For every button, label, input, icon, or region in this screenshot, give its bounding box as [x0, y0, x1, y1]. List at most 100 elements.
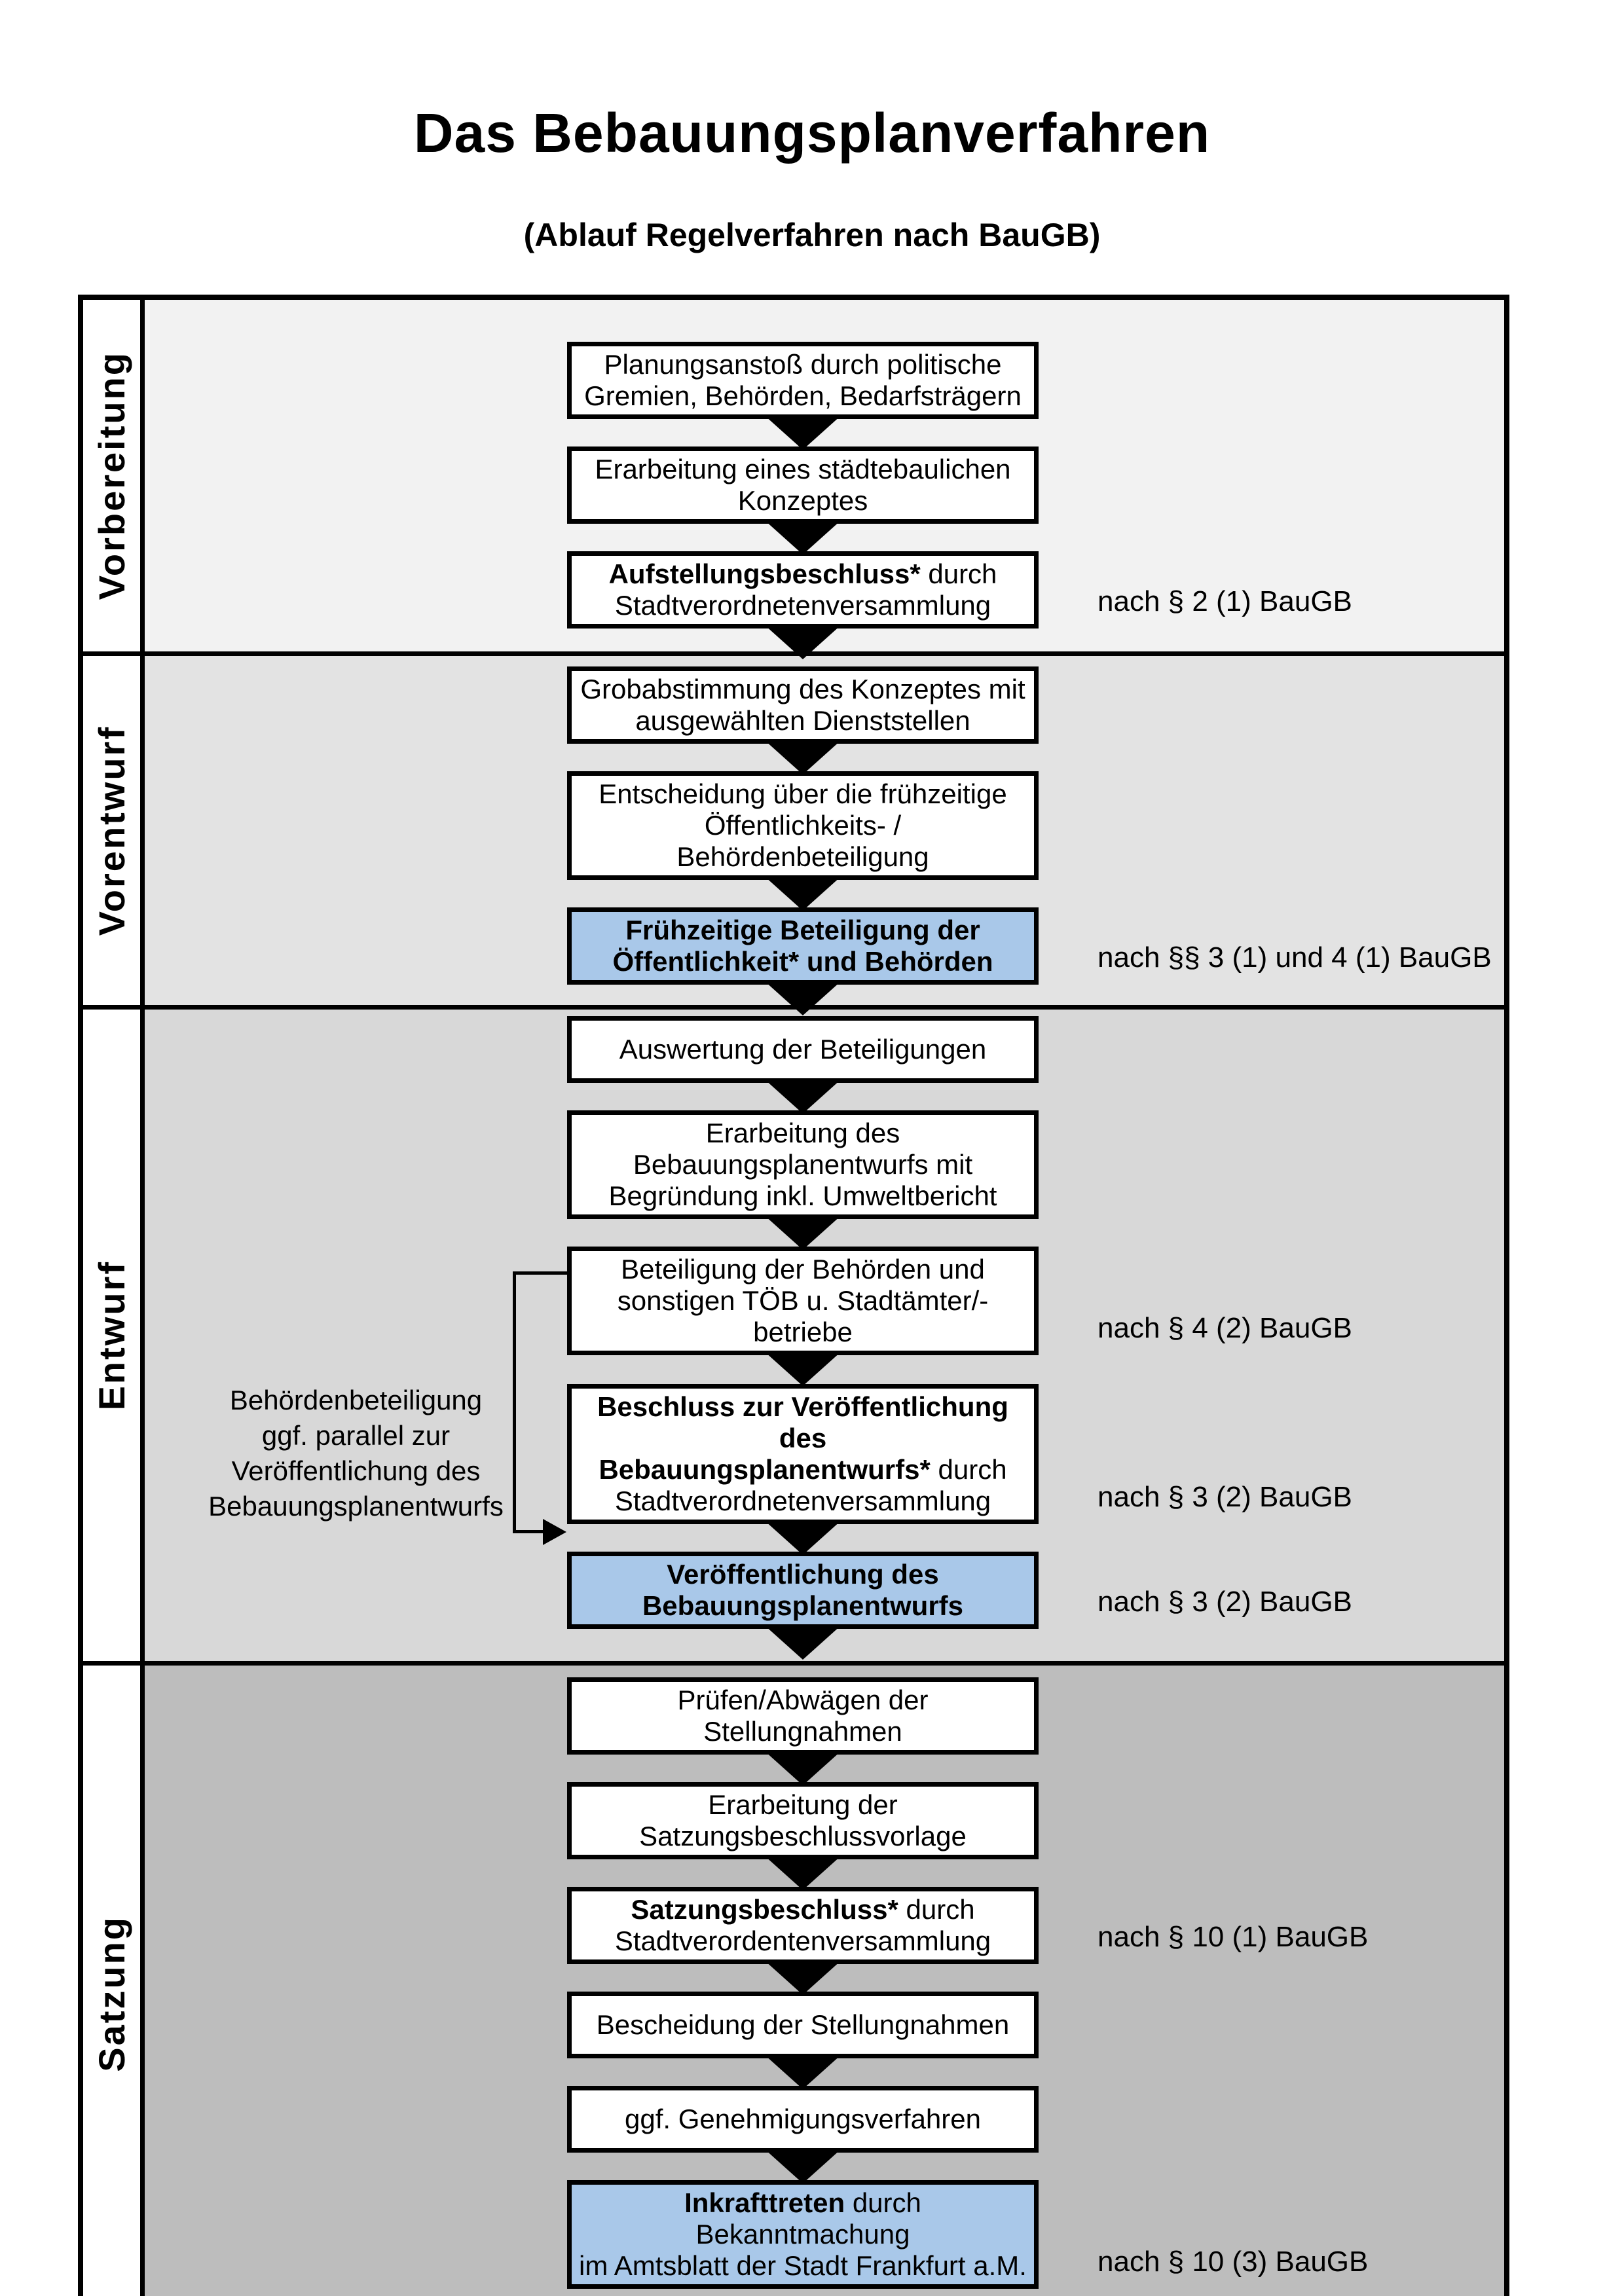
flow-box-line: Bescheidung der Stellungnahmen	[596, 2009, 1010, 2040]
flow-box-line: Erarbeitung eines städtebaulichen	[595, 454, 1011, 484]
flow-box: Prüfen/Abwägen der Stellungnahmen	[567, 1677, 1039, 1755]
down-arrow-icon	[765, 1352, 841, 1386]
section-label-cell: Vorentwurf	[83, 656, 145, 1005]
flow-box-line: Prüfen/Abwägen der Stellungnahmen	[677, 1685, 929, 1747]
arrow-row	[145, 1626, 1504, 1660]
down-arrow-icon	[765, 1751, 841, 1785]
flow-box: Bescheidung der Stellungnahmen	[567, 1992, 1039, 2058]
side-note-line: Veröffentlichung des	[231, 1455, 481, 1486]
law-reference-annotation: nach § 10 (3) BauGB	[1098, 2246, 1369, 2278]
page-subtitle: (Ablauf Regelverfahren nach BauGB)	[523, 217, 1101, 253]
down-arrow-icon	[765, 1521, 841, 1555]
down-arrow-icon	[765, 416, 841, 450]
section-label-cell: Satzung	[83, 1666, 145, 2296]
section-vorentwurf: Vorentwurf Grobabstimmung des Konzeptes …	[83, 651, 1504, 1015]
flow-box-line: Gremien, Behörden, Bedarfsträgern	[584, 380, 1022, 411]
section-label: Satzung	[91, 1916, 132, 2072]
arrow-row	[145, 1751, 1504, 1785]
flow-box-line: Bebauungsplanentwurfs mit	[633, 1149, 973, 1180]
flow-box-line: Bebauungsplanentwurfs* durch	[599, 1454, 1007, 1485]
down-arrow-icon	[765, 625, 841, 659]
flow-step-row: ggf. Genehmigungsverfahren	[145, 2086, 1504, 2153]
law-reference-annotation: nach § 2 (1) BauGB	[1098, 585, 1352, 617]
flow-box-line: Satzungsbeschlussvorlage	[639, 1821, 967, 1851]
law-reference-annotation	[1039, 409, 1504, 419]
flow-box-line: ausgewählten Dienststellen	[635, 705, 970, 736]
down-arrow-icon	[765, 1080, 841, 1114]
law-reference-annotation: nach § 3 (2) BauGB	[1098, 1586, 1352, 1618]
flow-box-line: Stadtverordnetenversammlung	[614, 1485, 991, 1516]
down-arrow-icon	[765, 740, 841, 774]
flow-box-line: ggf. Genehmigungsverfahren	[624, 2104, 981, 2134]
law-reference-annotation	[1039, 2048, 1504, 2058]
flow-box-line: Konzeptes	[737, 485, 868, 516]
down-arrow-icon	[765, 520, 841, 555]
flow-box-line: Inkrafttreten durch Bekanntmachung	[684, 2187, 921, 2250]
arrow-row	[145, 877, 1504, 911]
law-reference-annotation	[1039, 869, 1504, 880]
flow-box-line: im Amtsblatt der Stadt Frankfurt a.M.	[579, 2250, 1027, 2281]
arrow-row	[145, 520, 1504, 555]
right-arrowhead-icon	[543, 1519, 566, 1545]
flow-box: Auswertung der Beteiligungen	[567, 1016, 1039, 1083]
parallel-connector-bottom-line	[513, 1530, 547, 1533]
page-title: Das Bebauungsplanverfahren	[413, 102, 1211, 164]
arrow-row	[145, 981, 1504, 1015]
flow-box-line: Veröffentlichung des	[667, 1559, 939, 1590]
law-reference-annotation	[1039, 513, 1504, 524]
arrow-row	[145, 740, 1504, 774]
flow-box-line: sonstigen TÖB u. Stadtämter/-betriebe	[617, 1285, 989, 1347]
flow-box-line: Entscheidung über die frühzeitige	[599, 778, 1007, 809]
arrow-row	[145, 2055, 1504, 2089]
process-flowchart: Vorbereitung Planungsanstoß durch politi…	[78, 295, 1509, 2296]
flow-box-line: Bebauungsplanentwurfs	[642, 1590, 964, 1621]
arrow-row	[145, 1080, 1504, 1114]
down-arrow-icon	[765, 1961, 841, 1995]
law-reference-annotation	[1039, 1209, 1504, 1219]
law-reference-annotation	[1039, 1849, 1504, 1859]
parallel-connector-vertical-line	[513, 1271, 516, 1533]
arrow-row	[145, 2149, 1504, 2183]
flow-box-line: Beteiligung der Behörden und	[621, 1254, 985, 1285]
arrow-row	[145, 416, 1504, 450]
arrow-row	[145, 1961, 1504, 1995]
law-reference-annotation	[1039, 1072, 1504, 1083]
flow-box-line: Aufstellungsbeschluss* durch	[608, 558, 997, 589]
law-reference-annotation: nach § 3 (2) BauGB	[1098, 1481, 1352, 1513]
flow-box-line: Stadtverordnetenversammlung	[614, 590, 991, 621]
flow-step-row: Auswertung der Beteiligungen	[145, 1016, 1504, 1083]
law-reference-annotation	[1039, 1744, 1504, 1755]
section-vorbereitung: Vorbereitung Planungsanstoß durch politi…	[83, 300, 1504, 659]
side-note-line: Bebauungsplanentwurfs	[208, 1491, 504, 1522]
side-note-line: ggf. parallel zur	[261, 1420, 451, 1451]
arrow-row	[145, 1216, 1504, 1250]
flow-step-row: Prüfen/Abwägen der Stellungnahmen	[145, 1677, 1504, 1755]
flow-box-line: Öffentlichkeits- / Behördenbeteiligung	[676, 810, 929, 872]
parallel-connector-top-line	[513, 1271, 570, 1275]
